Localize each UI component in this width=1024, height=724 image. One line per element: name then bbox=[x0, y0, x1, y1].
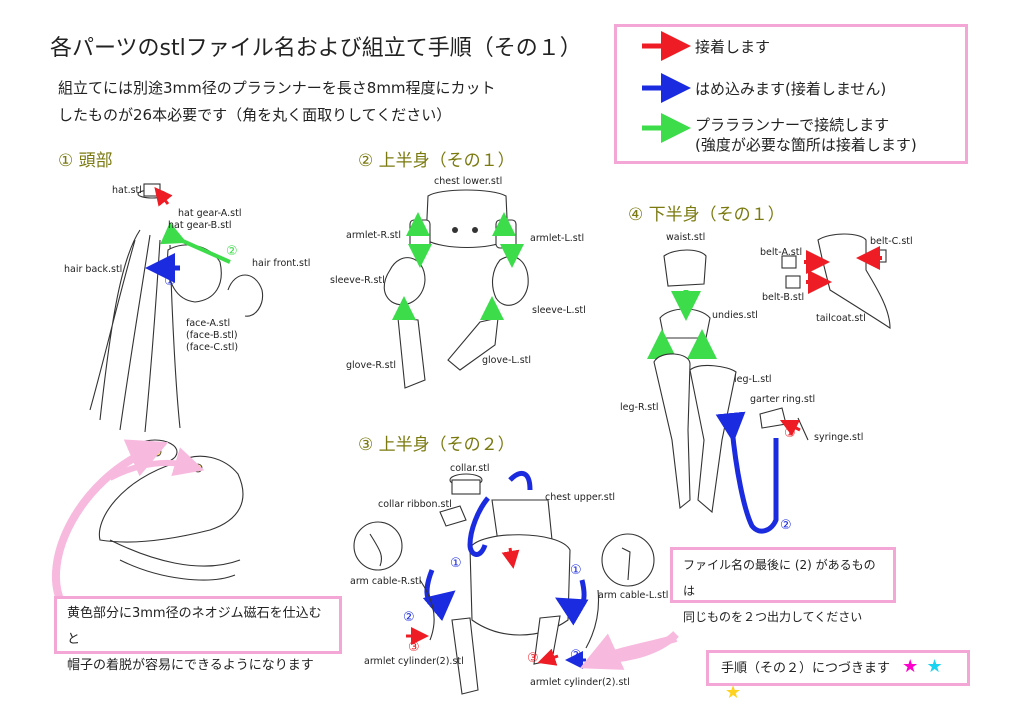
section-upper2-title: ③ 上半身（その２） bbox=[358, 435, 515, 455]
star-cyan-icon: ★ bbox=[926, 656, 943, 677]
label-undies: undies.stl bbox=[712, 310, 758, 321]
upper2-step-3-right: ③ bbox=[408, 640, 420, 655]
label-face-a: face-A.stl bbox=[186, 318, 231, 329]
intro-line-2: したものが26本必要です（角を丸く面取りしてください） bbox=[58, 106, 452, 124]
label-leg-r: leg-R.stl bbox=[620, 402, 659, 413]
upper2-figure bbox=[353, 471, 679, 695]
upper2-step-3-left: ③ bbox=[527, 651, 539, 666]
label-belt-a: belt-A.stl bbox=[760, 247, 803, 258]
head-step-1: ① bbox=[164, 274, 176, 289]
section-head-title: ① 頭部 bbox=[58, 151, 113, 171]
magnet-note-line-1: 黄色部分に3mm径のネオジム磁石を仕込むと bbox=[67, 606, 322, 647]
label-hat-gear-a: hat gear-A.stl bbox=[178, 208, 242, 219]
label-collar: collar.stl bbox=[450, 463, 490, 474]
duplicate-note-line-1: ファイル名の最後に (2) があるものは bbox=[683, 558, 876, 598]
legend-red-label: 接着します bbox=[695, 38, 771, 56]
lower-step-2: ② bbox=[780, 518, 792, 533]
page-title: 各パーツのstlファイル名および組立て手順（その１） bbox=[50, 36, 582, 61]
label-waist: waist.stl bbox=[666, 232, 706, 243]
legend-green-label-2: (強度が必要な箇所は接着します) bbox=[695, 136, 917, 154]
upper1-figure bbox=[383, 189, 529, 389]
label-collar-ribbon: collar ribbon.stl bbox=[378, 499, 452, 510]
label-chest-lower: chest lower.stl bbox=[434, 176, 503, 187]
label-belt-b: belt-B.stl bbox=[762, 292, 805, 303]
lower1-figure bbox=[647, 233, 891, 534]
label-glove-l: glove-L.stl bbox=[482, 355, 532, 366]
upper2-step-2-left: ② bbox=[570, 648, 582, 663]
upper2-step-2-right: ② bbox=[403, 610, 415, 625]
upper2-step-1-right: ① bbox=[450, 556, 462, 571]
upper2-step-1-left: ① bbox=[570, 563, 582, 578]
legend-blue-label: はめ込みます(接着しません) bbox=[695, 80, 887, 98]
star-magenta-icon: ★ bbox=[902, 656, 919, 677]
label-arm-cable-r: arm cable-R.stl bbox=[350, 576, 422, 587]
next-step-text: 手順（その２）につづきます bbox=[721, 661, 891, 676]
label-chest-upper: chest upper.stl bbox=[545, 492, 616, 503]
label-armlet-cylinder-r: armlet cylinder(2).stl bbox=[364, 656, 464, 667]
duplicate-note-line-2: 同じものを２つ出力してください bbox=[683, 610, 863, 624]
magnet-note-line-2: 帽子の着脱が容易にできるようになります bbox=[67, 658, 314, 673]
magnet-note: 黄色部分に3mm径のネオジム磁石を仕込むと 帽子の着脱が容易にできるようになりま… bbox=[54, 596, 342, 673]
intro-line-1: 組立てには別途3mm径のプラランナーを長さ8mm程度にカット bbox=[58, 79, 496, 97]
star-yellow-icon: ★ bbox=[725, 682, 742, 703]
label-leg-l: leg-L.stl bbox=[734, 374, 772, 385]
label-glove-r: glove-R.stl bbox=[346, 360, 396, 371]
label-hat-gear-b: hat gear-B.stl bbox=[168, 220, 232, 231]
label-syringe: syringe.stl bbox=[814, 432, 864, 443]
label-sleeve-r: sleeve-R.stl bbox=[330, 275, 385, 286]
legend-box: 接着します はめ込みます(接着しません) プララランナーで接続します (強度が必… bbox=[614, 24, 968, 164]
head-figure bbox=[89, 183, 264, 433]
label-sleeve-l: sleeve-L.stl bbox=[532, 305, 586, 316]
label-hat: hat.stl bbox=[112, 185, 142, 196]
label-face-c: (face-C.stl) bbox=[186, 342, 239, 353]
label-face-b: (face-B.stl) bbox=[186, 330, 238, 341]
label-hair-back: hair back.stl bbox=[64, 264, 123, 275]
label-arm-cable-l: arm cable-L.stl bbox=[598, 590, 669, 601]
duplicate-note: ファイル名の最後に (2) があるものは 同じものを２つ出力してください bbox=[670, 547, 896, 624]
label-tailcoat: tailcoat.stl bbox=[816, 313, 866, 324]
magnet-figure bbox=[51, 439, 244, 606]
label-armlet-cylinder-l: armlet cylinder(2).stl bbox=[530, 677, 630, 688]
label-armlet-r: armlet-R.stl bbox=[346, 230, 402, 241]
label-hair-front: hair front.stl bbox=[252, 258, 311, 269]
section-upper1-title: ② 上半身（その１） bbox=[358, 151, 515, 171]
label-armlet-l: armlet-L.stl bbox=[530, 233, 585, 244]
label-garter-ring: garter ring.stl bbox=[750, 394, 816, 405]
head-step-2: ② bbox=[226, 244, 238, 259]
lower-step-1: ① bbox=[784, 426, 796, 441]
legend-green-label-1: プララランナーで接続します bbox=[695, 116, 890, 134]
label-belt-c: belt-C.stl bbox=[870, 236, 913, 247]
next-step-note: 手順（その２）につづきます ★ ★ ★ bbox=[706, 650, 970, 702]
section-lower1-title: ④ 下半身（その１） bbox=[628, 205, 785, 225]
